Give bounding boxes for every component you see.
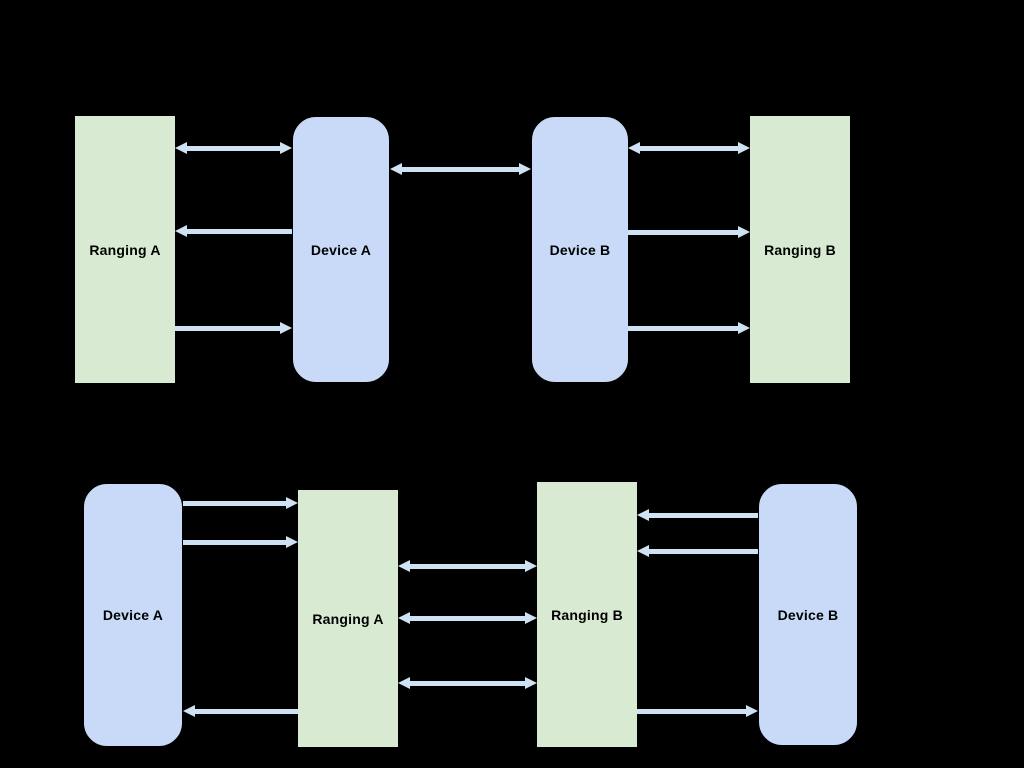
arrow-shaft	[410, 563, 525, 569]
node-label: Device A	[102, 607, 164, 623]
arrow-shaft	[628, 229, 738, 235]
arrowhead-right-icon	[738, 142, 750, 154]
node-label: Ranging A	[89, 241, 161, 258]
arrowhead-right-icon	[519, 163, 531, 175]
arrowhead-left-icon	[637, 545, 649, 557]
bottom-arrow-device-a-to-ranging-a-right	[183, 536, 298, 548]
node-label: Device B	[549, 241, 611, 258]
top-arrow-device-b-to-ranging-b-both	[628, 142, 750, 154]
top-node-device-a: Device A	[292, 116, 390, 383]
bottom-arrow-device-b-to-ranging-b-left	[637, 509, 758, 521]
bottom-node-device-a: Device A	[83, 483, 183, 747]
arrowhead-right-icon	[746, 705, 758, 717]
arrow-shaft	[640, 145, 738, 151]
arrowhead-left-icon	[637, 509, 649, 521]
top-arrow-ranging-a-to-device-a-both	[175, 142, 292, 154]
top-arrow-ranging-a-to-device-a-right	[175, 322, 292, 334]
arrowhead-right-icon	[525, 560, 537, 572]
top-node-ranging-b: Ranging B	[750, 116, 850, 383]
bottom-node-ranging-a: Ranging A	[298, 490, 398, 747]
arrowhead-right-icon	[738, 226, 750, 238]
top-arrow-device-a-to-device-b-both	[390, 163, 531, 175]
top-arrow-device-b-to-ranging-b-right	[628, 226, 750, 238]
arrowhead-right-icon	[738, 322, 750, 334]
node-label: Device A	[310, 241, 372, 258]
arrow-shaft	[649, 512, 758, 518]
arrowhead-right-icon	[280, 322, 292, 334]
arrowhead-right-icon	[525, 677, 537, 689]
top-node-ranging-a: Ranging A	[75, 116, 175, 383]
arrow-shaft	[649, 548, 758, 554]
bottom-node-device-b: Device B	[758, 483, 858, 746]
arrowhead-right-icon	[280, 142, 292, 154]
bottom-arrow-ranging-a-to-ranging-b-both	[398, 677, 537, 689]
bottom-arrow-device-a-to-ranging-a-right	[183, 497, 298, 509]
bottom-arrow-device-b-to-ranging-b-left	[637, 545, 758, 557]
top-node-device-b: Device B	[531, 116, 629, 383]
arrowhead-right-icon	[286, 497, 298, 509]
arrowhead-left-icon	[398, 677, 410, 689]
arrowhead-left-icon	[628, 142, 640, 154]
bottom-arrow-ranging-a-to-ranging-b-both	[398, 560, 537, 572]
node-label: Ranging A	[312, 610, 384, 627]
arrowhead-right-icon	[286, 536, 298, 548]
top-arrow-device-a-to-ranging-a-left	[175, 225, 292, 237]
arrowhead-left-icon	[183, 705, 195, 717]
arrowhead-left-icon	[390, 163, 402, 175]
arrowhead-left-icon	[175, 142, 187, 154]
arrow-shaft	[628, 325, 738, 331]
bottom-node-ranging-b: Ranging B	[537, 482, 637, 747]
bottom-arrow-ranging-b-to-device-b-right	[637, 705, 758, 717]
arrow-shaft	[187, 145, 280, 151]
arrowhead-right-icon	[525, 612, 537, 624]
arrow-shaft	[402, 166, 519, 172]
arrow-shaft	[410, 615, 525, 621]
top-arrow-device-b-to-ranging-b-right	[628, 322, 750, 334]
arrow-shaft	[195, 708, 298, 714]
arrow-shaft	[175, 325, 280, 331]
arrow-shaft	[410, 680, 525, 686]
arrowhead-left-icon	[175, 225, 187, 237]
bottom-arrow-ranging-a-to-ranging-b-both	[398, 612, 537, 624]
node-label: Ranging B	[764, 241, 836, 258]
arrow-shaft	[187, 228, 292, 234]
node-label: Device B	[777, 606, 839, 623]
arrow-shaft	[183, 539, 286, 545]
arrow-shaft	[637, 708, 746, 714]
arrowhead-left-icon	[398, 612, 410, 624]
arrowhead-left-icon	[398, 560, 410, 572]
node-label: Ranging B	[551, 606, 623, 623]
arrow-shaft	[183, 500, 286, 506]
bottom-arrow-ranging-a-to-device-a-left	[183, 705, 298, 717]
